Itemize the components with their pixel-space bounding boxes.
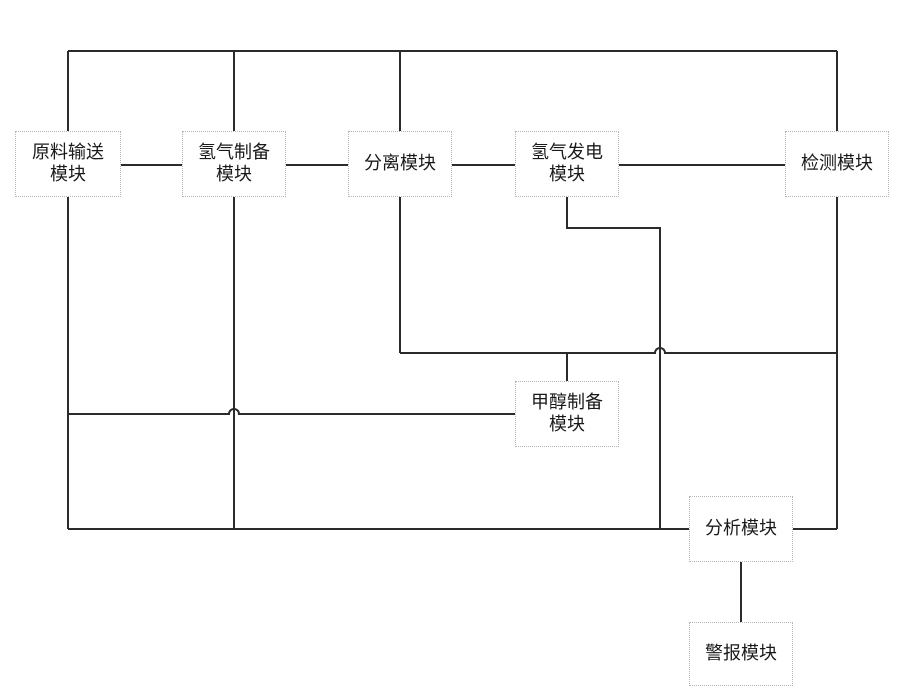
alarm-module-box: 警报模块 <box>689 622 793 686</box>
alarm-module-label: 警报模块 <box>705 643 777 665</box>
detection-module-box: 检测模块 <box>785 131 889 197</box>
methanol-production-module-label-line1: 甲醇制备 <box>531 392 603 414</box>
detection-module-label: 检测模块 <box>801 153 873 175</box>
analysis-module-label: 分析模块 <box>705 518 777 540</box>
hydrogen-power-module-label-line2: 模块 <box>549 164 585 186</box>
methanol-production-module-label-line2: 模块 <box>549 414 585 436</box>
raw-material-module-label-line1: 原料输送 <box>32 142 104 164</box>
hydrogen-power-to-analysis-line <box>567 190 660 529</box>
hydrogen-production-module-label-line1: 氢气制备 <box>198 142 270 164</box>
hydrogen-power-module-label-line1: 氢气发电 <box>531 142 603 164</box>
raw-material-module-label-line2: 模块 <box>50 164 86 186</box>
hydrogen-production-module-box: 氢气制备 模块 <box>182 131 286 197</box>
separation-branch-line <box>400 348 837 353</box>
separation-module-box: 分离模块 <box>348 131 452 197</box>
methanol-production-module-box: 甲醇制备 模块 <box>515 381 619 447</box>
raw-material-module-box: 原料输送 模块 <box>15 131 121 197</box>
analysis-module-box: 分析模块 <box>689 496 793 562</box>
methanol-branch-line <box>68 409 515 414</box>
hydrogen-power-module-box: 氢气发电 模块 <box>515 131 619 197</box>
separation-module-label: 分离模块 <box>364 153 436 175</box>
hydrogen-production-module-label-line2: 模块 <box>216 164 252 186</box>
